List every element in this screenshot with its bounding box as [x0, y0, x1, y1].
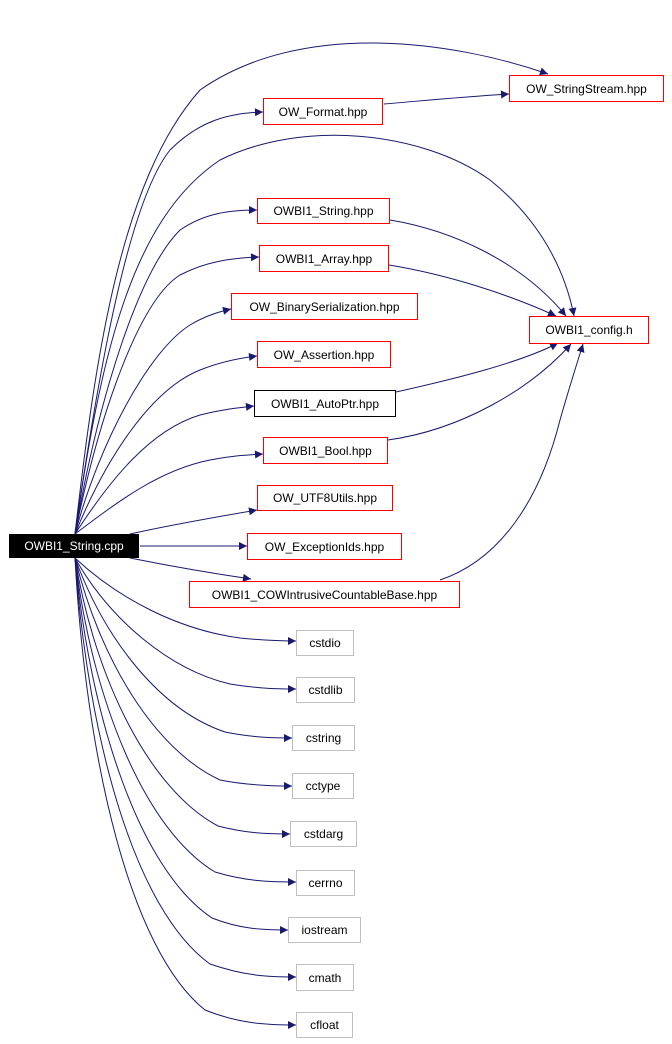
- node-owbi1-autoptr-hpp[interactable]: OWBI1_AutoPtr.hpp: [254, 390, 396, 417]
- node-cstdlib[interactable]: cstdlib: [296, 677, 355, 703]
- node-cmath[interactable]: cmath: [296, 964, 354, 991]
- edge-root-to-owbi1-string-hpp: [74, 206, 258, 535]
- edge-root-to-cstdarg: [74, 557, 291, 838]
- edge-root-to-cctype: [74, 557, 293, 790]
- edge-root-to-cerrno: [74, 557, 297, 886]
- node-ow-stringstream-hpp[interactable]: OW_StringStream.hpp: [509, 75, 664, 102]
- node-cstdio[interactable]: cstdio: [296, 630, 354, 656]
- edge-root-to-ow-binaryserialization: [74, 306, 232, 535]
- node-cerrno[interactable]: cerrno: [296, 870, 355, 896]
- edge-root-to-cfloat: [74, 557, 297, 1029]
- node-ow-exceptionids-hpp[interactable]: OW_ExceptionIds.hpp: [247, 533, 402, 560]
- edge-root-to-owbi1-array: [74, 253, 260, 535]
- edge-root-to-cstring: [74, 557, 293, 742]
- node-iostream[interactable]: iostream: [288, 917, 361, 943]
- edge-ow-format-to-ow-stringstream: [383, 90, 510, 105]
- edge-root-to-iostream: [74, 557, 289, 934]
- node-owbi1-bool-hpp[interactable]: OWBI1_Bool.hpp: [263, 437, 388, 464]
- edge-root-to-ow-format: [74, 108, 264, 535]
- node-owbi1-string-cpp[interactable]: OWBI1_String.cpp: [9, 534, 139, 558]
- node-cstdarg[interactable]: cstdarg: [290, 821, 357, 847]
- edge-owbi1-bool-to-owbi1-config: [387, 343, 572, 441]
- edge-root-to-ow-stringstream: [74, 42, 549, 535]
- edge-root-to-cmath: [74, 557, 297, 981]
- edge-owbi1-autoptr-to-owbi1-config: [395, 342, 559, 393]
- node-owbi1-array-hpp[interactable]: OWBI1_Array.hpp: [259, 245, 389, 272]
- edge-root-to-owbi1-bool: [74, 450, 264, 535]
- edge-root-to-ow-assertion: [74, 352, 258, 535]
- edge-root-to-ow-utf8utils: [129, 507, 258, 535]
- node-owbi1-config-h[interactable]: OWBI1_config.h: [529, 316, 649, 344]
- edge-root-to-cstdlib: [74, 557, 297, 693]
- node-cctype[interactable]: cctype: [292, 773, 354, 799]
- edge-root-to-cstdio: [74, 557, 297, 645]
- node-ow-binaryserialization-hpp[interactable]: OW_BinarySerialization.hpp: [231, 293, 418, 320]
- node-cfloat[interactable]: cfloat: [296, 1012, 353, 1038]
- node-ow-utf8utils-hpp[interactable]: OW_UTF8Utils.hpp: [257, 485, 393, 511]
- node-owbi1-cowintrusivecountablebase-hpp[interactable]: OWBI1_COWIntrusiveCountableBase.hpp: [189, 581, 460, 608]
- node-ow-assertion-hpp[interactable]: OW_Assertion.hpp: [257, 341, 391, 368]
- node-cstring[interactable]: cstring: [292, 725, 355, 751]
- edge-owbi1-array-to-owbi1-config: [388, 264, 557, 317]
- edge-root-to-owbi1-cowintrusive: [129, 557, 252, 582]
- edge-root-to-owbi1-autoptr: [74, 402, 255, 535]
- edge-root-to-owbi1-config: [74, 134, 577, 535]
- edge-owbi1-cowintrusive-to-owbi1-config: [439, 343, 585, 581]
- edge-owbi1-string-hpp-to-owbi1-config: [389, 219, 567, 317]
- node-owbi1-string-hpp[interactable]: OWBI1_String.hpp: [257, 198, 390, 224]
- node-ow-format-hpp[interactable]: OW_Format.hpp: [263, 98, 383, 125]
